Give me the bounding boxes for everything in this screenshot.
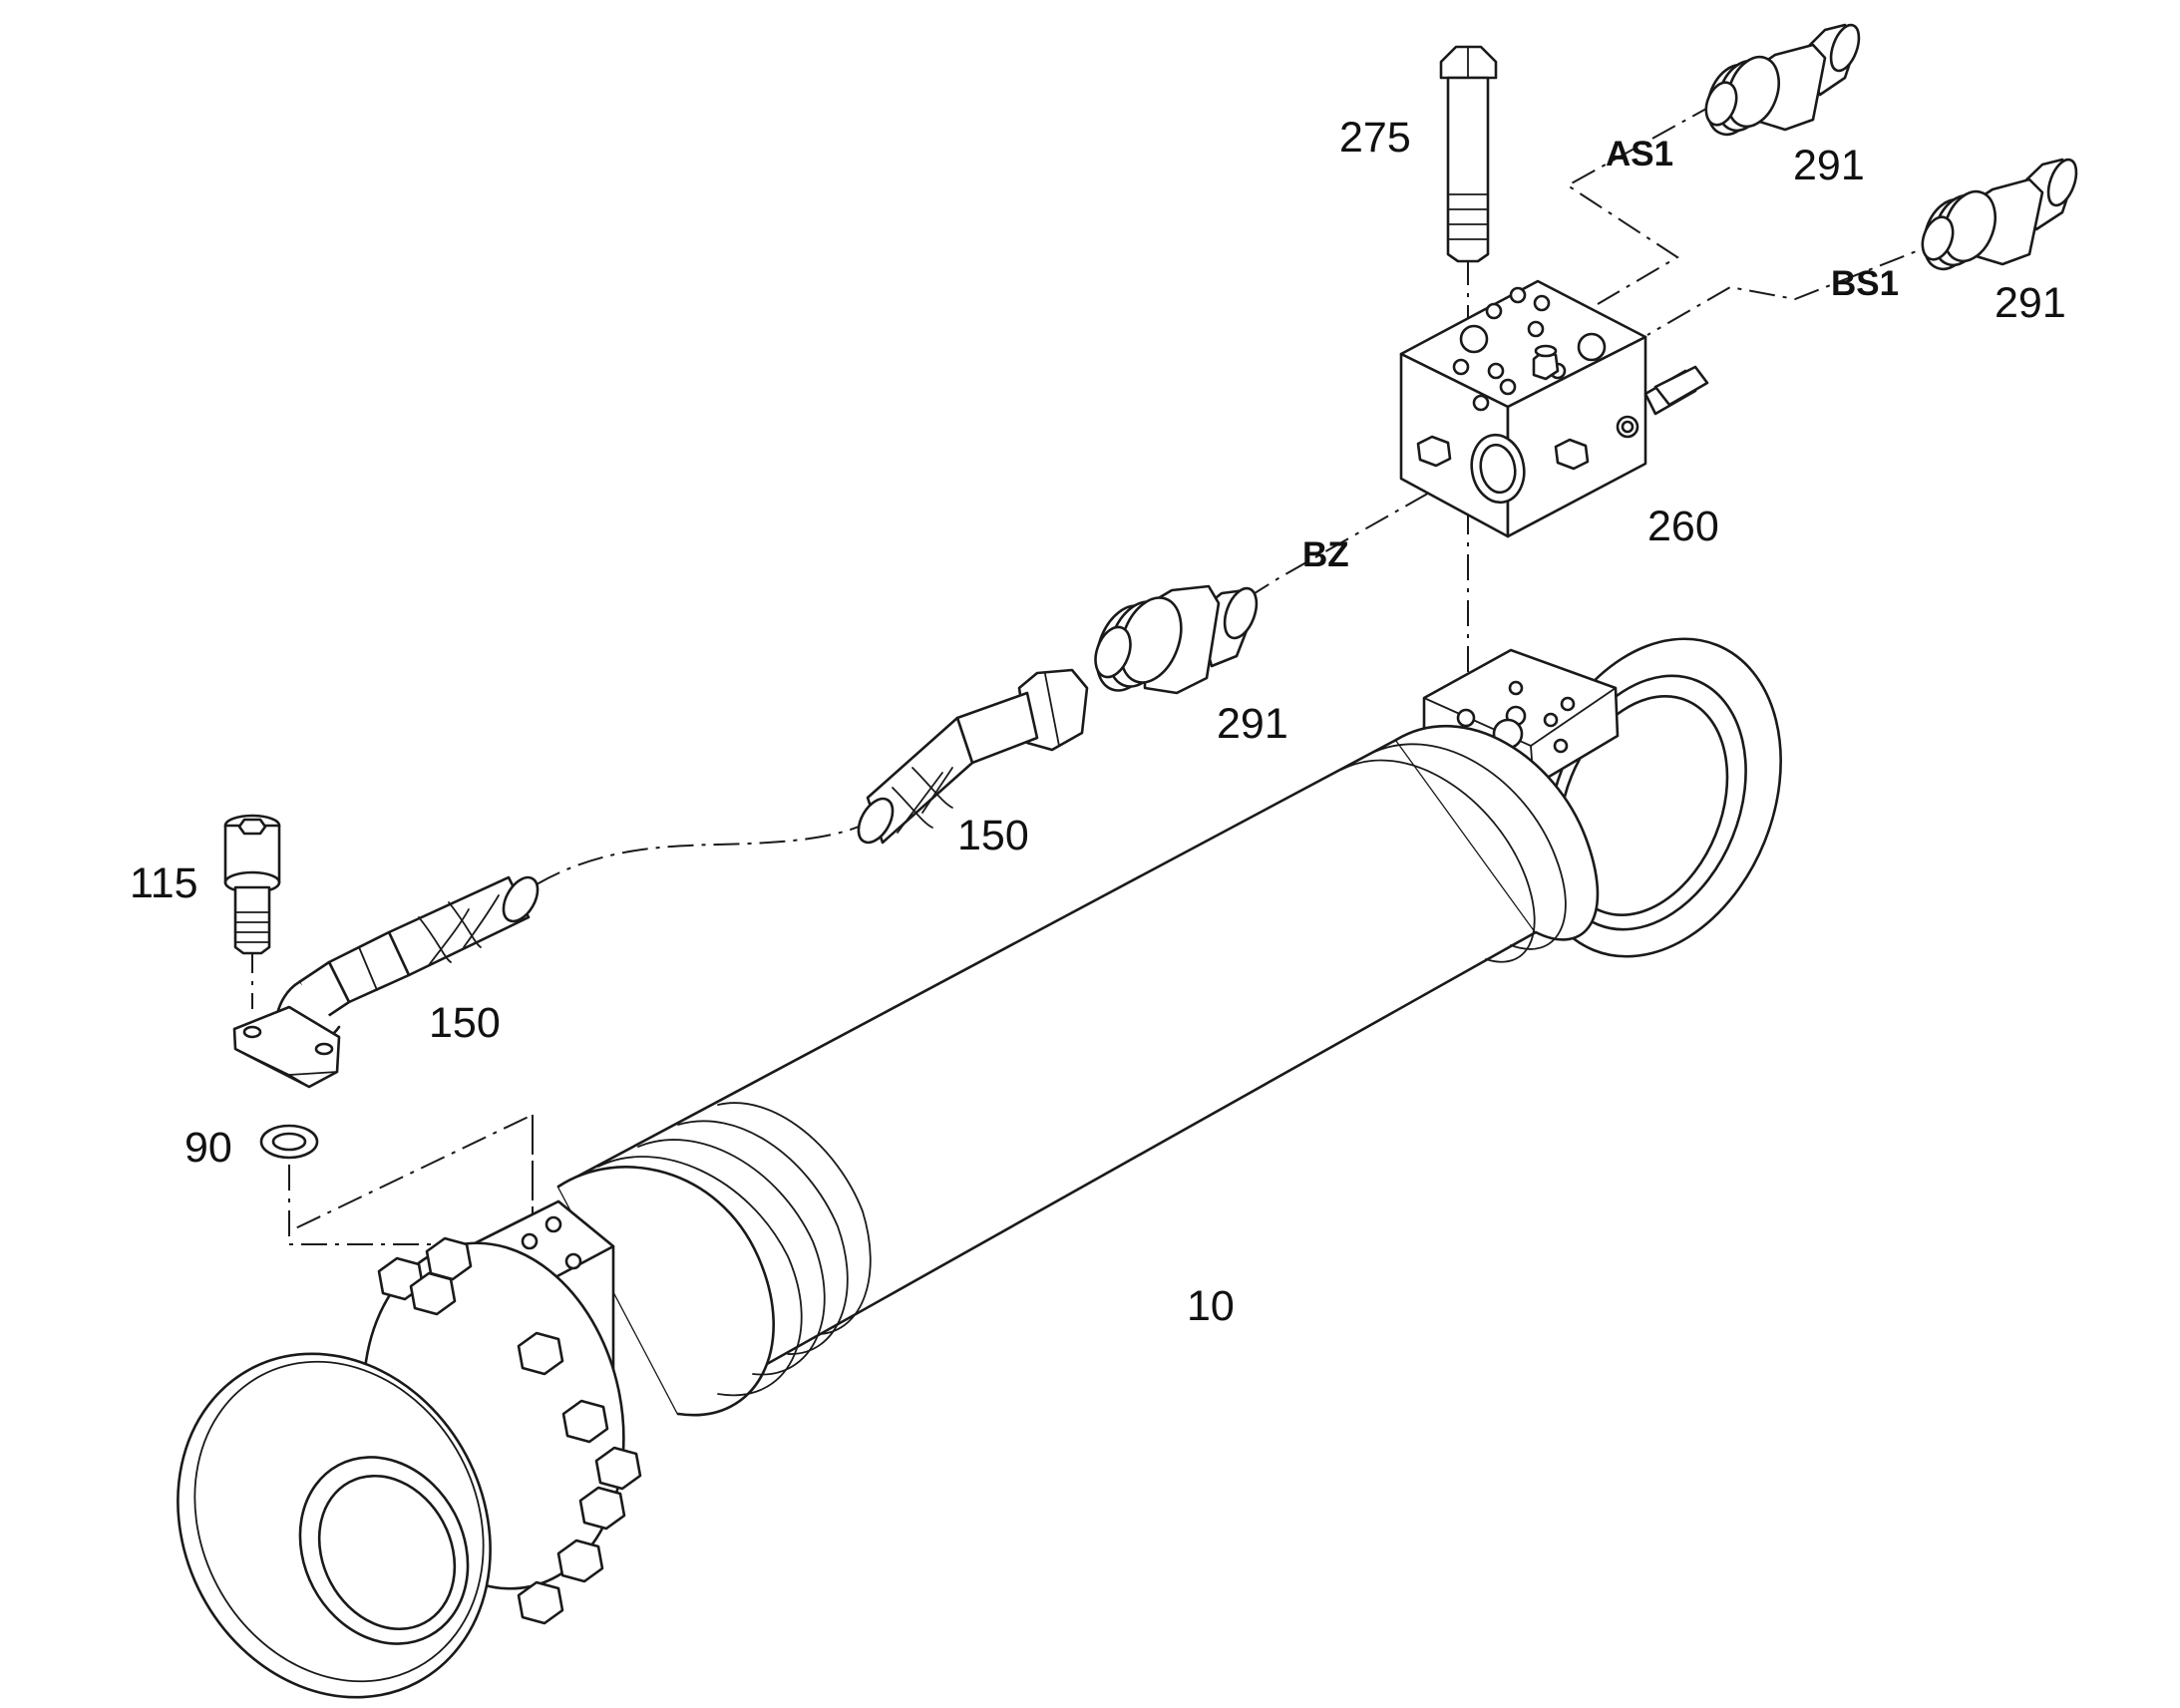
hose-150-upper xyxy=(857,668,1089,845)
label-90: 90 xyxy=(184,1124,232,1172)
label-291-as1: 291 xyxy=(1793,142,1865,189)
valve-block xyxy=(1399,279,1709,538)
label-260: 260 xyxy=(1647,503,1719,550)
callout-labels: 275 291 291 291 AS1 BS1 BZ 260 150 150 1… xyxy=(130,114,2066,1330)
leader-lines xyxy=(251,103,1948,1258)
label-150-lower: 150 xyxy=(429,999,501,1047)
label-291-bs1: 291 xyxy=(1995,279,2066,327)
label-port-bs1: BS1 xyxy=(1831,264,1899,303)
seal-ring-90 xyxy=(259,1124,319,1160)
hose-150-lower xyxy=(232,875,540,1089)
fitting-291-bs1 xyxy=(1921,158,2078,271)
label-port-as1: AS1 xyxy=(1606,135,1673,173)
flange-bolts xyxy=(377,1236,642,1625)
bolt-275 xyxy=(1439,45,1498,263)
fitting-291-bz xyxy=(1094,584,1259,695)
label-port-bz: BZ xyxy=(1302,535,1349,574)
label-10: 10 xyxy=(1187,1282,1235,1330)
label-115: 115 xyxy=(130,859,198,907)
hydraulic-cylinder xyxy=(177,637,1782,1699)
label-291-bz: 291 xyxy=(1217,700,1288,748)
label-275: 275 xyxy=(1339,114,1411,162)
label-150-upper: 150 xyxy=(957,812,1029,859)
screw-115 xyxy=(223,814,281,955)
fitting-291-as1 xyxy=(1704,23,1861,137)
